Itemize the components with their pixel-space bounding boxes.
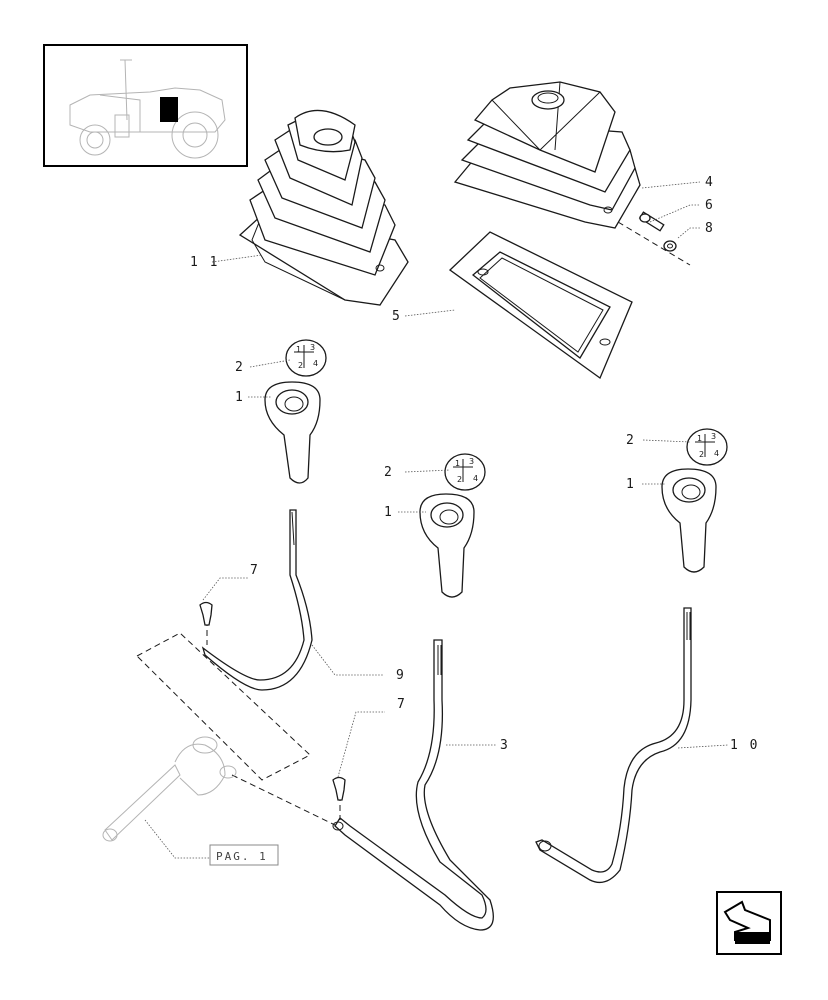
callout-1: 1 (384, 505, 394, 520)
gear-lever-rod-part-9 (199, 509, 313, 691)
gear-knob-middle (419, 493, 475, 598)
gear-knob-cap-left: 1 3 2 4 (285, 339, 327, 377)
callout-2: 2 (384, 465, 394, 480)
callout-10: 1 0 (730, 738, 759, 753)
callout-7: 7 (250, 563, 260, 578)
gear-label-3: 3 (469, 457, 474, 466)
gear-label-2: 2 (457, 475, 462, 484)
callout-5: 5 (392, 309, 402, 324)
callout-9: 9 (396, 668, 406, 683)
gaiter-part-11 (238, 109, 409, 306)
callout-3: 3 (500, 738, 510, 753)
gear-label-1: 1 (296, 345, 301, 354)
gear-knob-cap-middle: 1 3 2 4 (444, 453, 486, 491)
gear-label-3: 3 (711, 432, 716, 441)
tractor-thumbnail-icon (43, 44, 248, 167)
leader-lines (144, 181, 729, 859)
frame-plate-part-5 (448, 231, 633, 380)
callout-2: 2 (626, 433, 636, 448)
shift-shaft-reference (102, 736, 237, 842)
gear-knob-left (264, 381, 321, 484)
callout-1: 1 (235, 390, 245, 405)
gear-label-4: 4 (313, 359, 318, 368)
gear-label-2: 2 (298, 361, 303, 370)
gear-label-1: 1 (455, 459, 460, 468)
gear-lever-rod-part-10 (535, 607, 692, 884)
gear-label-4: 4 (473, 474, 478, 483)
callout-11: 1 1 (190, 255, 219, 270)
callout-6: 6 (705, 198, 715, 213)
washer-part-8 (663, 240, 677, 252)
location-marker (160, 97, 178, 122)
gear-label-1: 1 (697, 434, 702, 443)
gear-lever-rod-part-3 (332, 639, 494, 931)
callout-7: 7 (397, 697, 407, 712)
boot-part-4 (453, 81, 641, 229)
gear-label-2: 2 (699, 450, 704, 459)
callout-8: 8 (705, 221, 715, 236)
callout-1: 1 (626, 477, 636, 492)
gear-knob-cap-right: 1 3 2 4 (686, 428, 728, 466)
page-reference-label: PAG. 1 (216, 850, 268, 863)
callout-2: 2 (235, 360, 245, 375)
callout-labels: 1 1 4 6 8 5 2 1 2 1 2 1 7 7 9 3 1 0 (190, 175, 759, 753)
screw-part-6 (617, 211, 691, 266)
gear-label-3: 3 (310, 343, 315, 352)
page-reference[interactable]: PAG. 1 (209, 844, 279, 866)
callout-4: 4 (705, 175, 715, 190)
next-page-arrow-icon[interactable] (716, 891, 782, 955)
dashed-reference-plane (136, 632, 336, 826)
gear-knob-right (661, 468, 717, 573)
gear-label-4: 4 (714, 449, 719, 458)
